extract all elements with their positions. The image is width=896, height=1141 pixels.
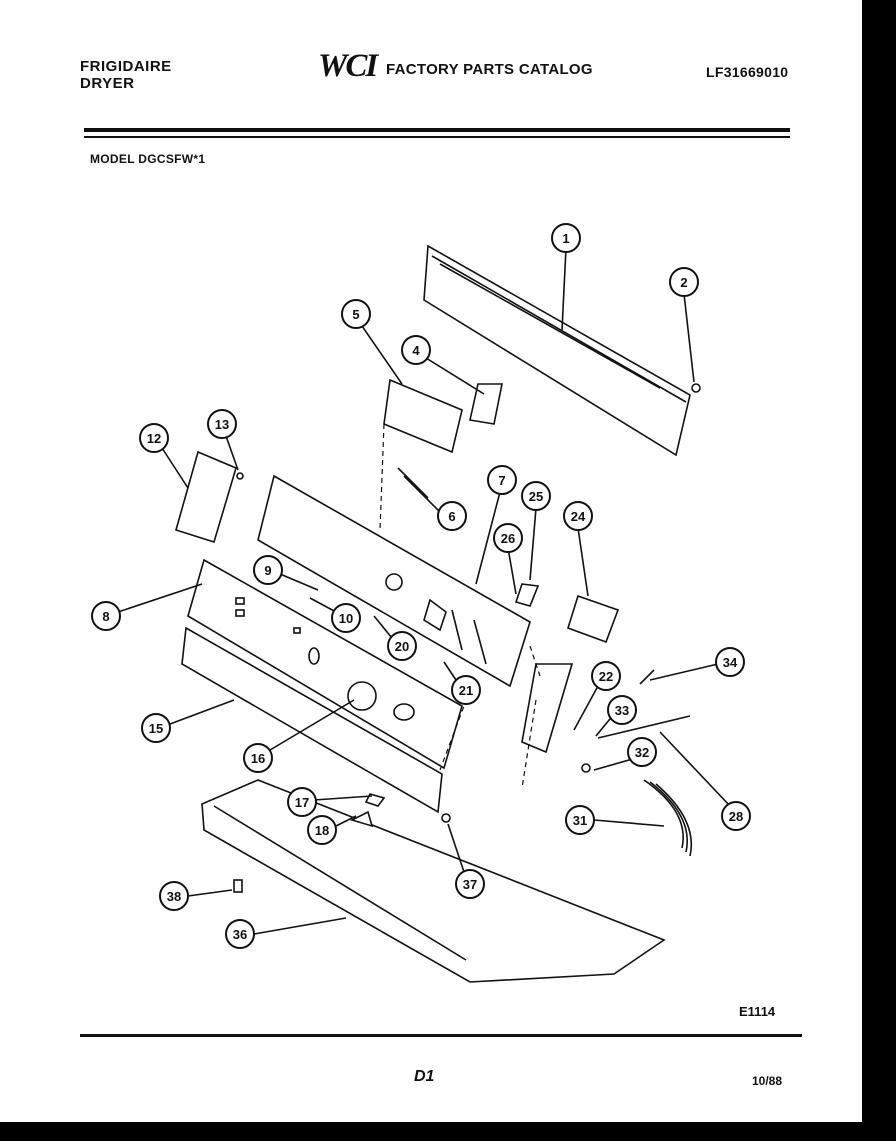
callout-22: 22 bbox=[591, 661, 621, 691]
callout-20: 20 bbox=[387, 631, 417, 661]
page-label: D1 bbox=[414, 1068, 435, 1085]
callout-33: 33 bbox=[607, 695, 637, 725]
timer-bracket-part bbox=[383, 378, 503, 454]
callout-25: 25 bbox=[521, 481, 551, 511]
svg-text:31: 31 bbox=[573, 813, 587, 828]
callout-5: 5 bbox=[341, 299, 371, 329]
svg-text:4: 4 bbox=[412, 343, 420, 358]
svg-text:36: 36 bbox=[233, 927, 247, 942]
svg-text:38: 38 bbox=[167, 889, 181, 904]
control-panel-part bbox=[257, 474, 531, 688]
svg-text:20: 20 bbox=[395, 639, 409, 654]
wci-logo: WCI bbox=[318, 48, 378, 84]
callout-26: 26 bbox=[493, 523, 523, 553]
callout-28: 28 bbox=[721, 801, 751, 831]
brand-block: FRIGIDAIRE DRYER bbox=[80, 58, 172, 92]
callout-4: 4 bbox=[401, 335, 431, 365]
rear-panel-part bbox=[423, 244, 691, 457]
svg-text:7: 7 bbox=[498, 473, 505, 488]
model-label: MODEL DGCSFW*1 bbox=[90, 152, 206, 166]
catalog-sheet: FRIGIDAIRE DRYER WCI FACTORY PARTS CATAL… bbox=[0, 0, 862, 1122]
callout-36: 36 bbox=[225, 919, 255, 949]
callout-16: 16 bbox=[243, 743, 273, 773]
svg-text:22: 22 bbox=[599, 669, 613, 684]
svg-text:24: 24 bbox=[571, 509, 586, 524]
svg-text:28: 28 bbox=[729, 809, 743, 824]
header-rule-thin bbox=[84, 136, 790, 138]
callout-32: 32 bbox=[627, 737, 657, 767]
exploded-parts-diagram: 1 2 4 5 6 7 8 9 10 12 13 15 16 17 18 20 … bbox=[91, 223, 751, 983]
svg-text:26: 26 bbox=[501, 531, 515, 546]
callout-leaders bbox=[117, 247, 731, 935]
svg-text:25: 25 bbox=[529, 489, 543, 504]
catalog-date: 10/88 bbox=[752, 1074, 783, 1088]
trim-strip-part bbox=[181, 626, 443, 814]
callout-17: 17 bbox=[287, 787, 317, 817]
svg-text:13: 13 bbox=[215, 417, 229, 432]
svg-text:6: 6 bbox=[448, 509, 455, 524]
callout-15: 15 bbox=[141, 713, 171, 743]
callout-10: 10 bbox=[331, 603, 361, 633]
callout-7: 7 bbox=[487, 465, 517, 495]
svg-text:18: 18 bbox=[315, 823, 329, 838]
callout-18: 18 bbox=[307, 815, 337, 845]
appliance-type: DRYER bbox=[80, 75, 135, 92]
svg-text:15: 15 bbox=[149, 721, 163, 736]
part-number: LF31669010 bbox=[706, 64, 789, 80]
svg-text:5: 5 bbox=[352, 307, 359, 322]
svg-text:10: 10 bbox=[339, 611, 353, 626]
callout-9: 9 bbox=[253, 555, 283, 585]
callout-2: 2 bbox=[669, 267, 699, 297]
svg-text:16: 16 bbox=[251, 751, 265, 766]
svg-text:9: 9 bbox=[264, 563, 271, 578]
callout-8: 8 bbox=[91, 601, 121, 631]
callout-38: 38 bbox=[159, 881, 189, 911]
callout-37: 37 bbox=[455, 869, 485, 899]
callout-12: 12 bbox=[139, 423, 169, 453]
svg-text:21: 21 bbox=[459, 683, 473, 698]
svg-text:34: 34 bbox=[723, 655, 738, 670]
callout-34: 34 bbox=[715, 647, 745, 677]
svg-text:33: 33 bbox=[615, 703, 629, 718]
end-bracket-part bbox=[175, 450, 237, 544]
console-front-part bbox=[187, 558, 463, 770]
svg-text:37: 37 bbox=[463, 877, 477, 892]
svg-text:12: 12 bbox=[147, 431, 161, 446]
svg-text:1: 1 bbox=[562, 231, 569, 246]
callout-1: 1 bbox=[551, 223, 581, 253]
callout-24: 24 bbox=[563, 501, 593, 531]
callout-31: 31 bbox=[565, 805, 595, 835]
catalog-title: FACTORY PARTS CATALOG bbox=[386, 61, 593, 78]
header-rule bbox=[84, 128, 790, 132]
svg-text:8: 8 bbox=[102, 609, 109, 624]
screw-part bbox=[691, 383, 701, 393]
figure-code: E1114 bbox=[739, 1004, 776, 1019]
callout-21: 21 bbox=[451, 675, 481, 705]
svg-text:2: 2 bbox=[680, 275, 687, 290]
brand-name: FRIGIDAIRE bbox=[80, 58, 172, 75]
top-panel-part bbox=[201, 779, 666, 983]
svg-text:32: 32 bbox=[635, 745, 649, 760]
svg-text:17: 17 bbox=[295, 795, 309, 810]
callout-13: 13 bbox=[207, 409, 237, 439]
callout-6: 6 bbox=[437, 501, 467, 531]
footer-rule bbox=[80, 1034, 802, 1037]
